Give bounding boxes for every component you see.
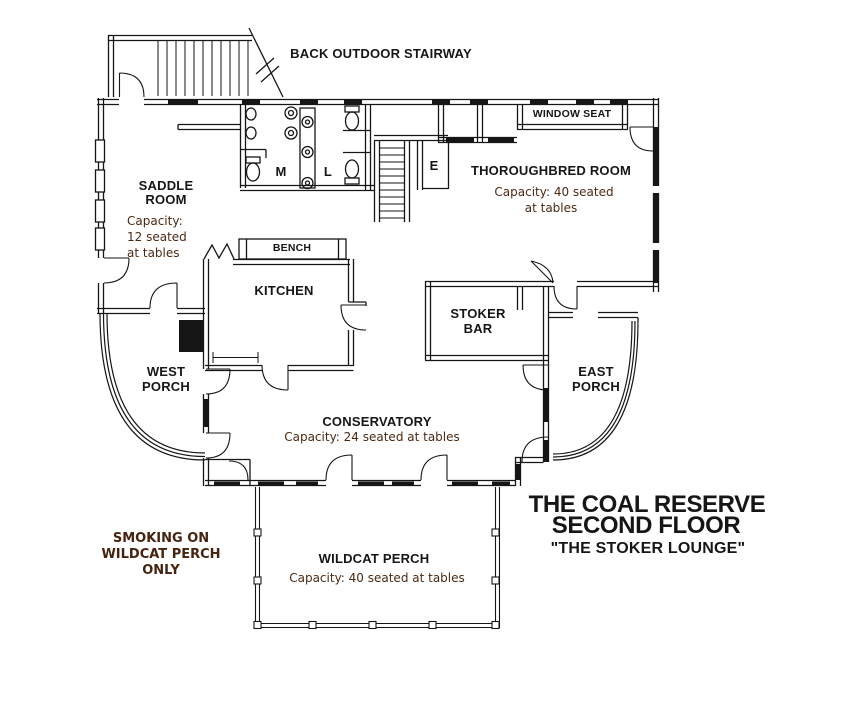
- dimension-ticks: [212, 352, 259, 363]
- interior-stairway: [373, 134, 448, 222]
- railing-posts: [253, 528, 500, 630]
- chimney: [179, 320, 203, 352]
- wildcat-perch-railing: [253, 487, 501, 630]
- west-windows: [94, 139, 106, 251]
- exterior-walls: [94, 98, 660, 315]
- elevator-shaft: [416, 140, 450, 190]
- window-headers: [168, 99, 628, 104]
- door-arcs: [103, 72, 654, 481]
- smoking-note: ONLY: [142, 563, 180, 578]
- toilet-fixtures: [240, 105, 370, 185]
- smoking-note: WILDCAT PERCH: [101, 547, 221, 562]
- counter-lines: [177, 123, 241, 131]
- conservatory-capacity: Capacity: 24 seated at tables: [284, 430, 460, 444]
- back-stairway-label: BACK OUTDOOR STAIRWAY: [290, 46, 472, 61]
- saddle-room-capacity: 12 seated: [127, 230, 187, 244]
- elevator-label: E: [429, 158, 439, 173]
- east-porch-curve: [552, 320, 639, 461]
- title-subtitle: "THE STOKER LOUNGE": [550, 540, 746, 557]
- east-porch-label: EAST: [578, 364, 614, 379]
- mens-restroom-label: M: [275, 164, 287, 179]
- saddle-room-label: ROOM: [145, 192, 187, 207]
- thoroughbred-room-label: THOROUGHBRED ROOM: [470, 163, 632, 178]
- thoroughbred-room-capacity: at tables: [524, 201, 578, 215]
- thoroughbred-south-wall: [425, 280, 658, 288]
- window-headers-south: [214, 481, 510, 486]
- stoker-bar-label: STOKER: [450, 306, 506, 321]
- window-seat: [516, 104, 629, 131]
- west-porch-curve: [99, 312, 206, 461]
- stoker-bar-walls: [424, 281, 548, 362]
- wildcat-perch-capacity: Capacity: 40 seated at tables: [289, 571, 465, 585]
- saddle-room-capacity: Capacity:: [127, 214, 183, 228]
- thoroughbred-room-capacity: Capacity: 40 seated: [494, 185, 614, 199]
- east-porch-walls: [542, 286, 639, 462]
- stair-break-line: [248, 27, 284, 98]
- saddle-room-label: SADDLE: [138, 178, 194, 193]
- wildcat-perch-label: WILDCAT PERCH: [318, 551, 430, 566]
- smoking-note: SMOKING ON: [112, 531, 210, 546]
- east-porch-label: PORCH: [572, 379, 620, 394]
- closets: [437, 104, 517, 144]
- conservatory-walls: [205, 456, 544, 487]
- bifold-door: [203, 242, 235, 260]
- kitchen-label: KITCHEN: [254, 283, 314, 298]
- title-line2: SECOND FLOOR: [551, 512, 741, 539]
- sink-fixtures: [245, 106, 298, 140]
- window-seat-label: WINDOW SEAT: [532, 108, 612, 120]
- west-porch-label: PORCH: [142, 379, 190, 394]
- stoker-bar-label: BAR: [463, 321, 493, 336]
- conservatory-label: CONSERVATORY: [322, 414, 432, 429]
- saddle-room-capacity: at tables: [127, 246, 180, 260]
- kitchen-walls: [202, 242, 367, 486]
- bench-label: BENCH: [272, 242, 312, 254]
- title-line1: THE COAL RESERVE: [528, 491, 766, 518]
- restrooms: [177, 104, 374, 192]
- back-outdoor-stairway: [107, 27, 284, 98]
- ladies-restroom-label: L: [323, 164, 333, 179]
- west-porch-label: WEST: [146, 364, 186, 379]
- east-wall-fill: [652, 127, 660, 283]
